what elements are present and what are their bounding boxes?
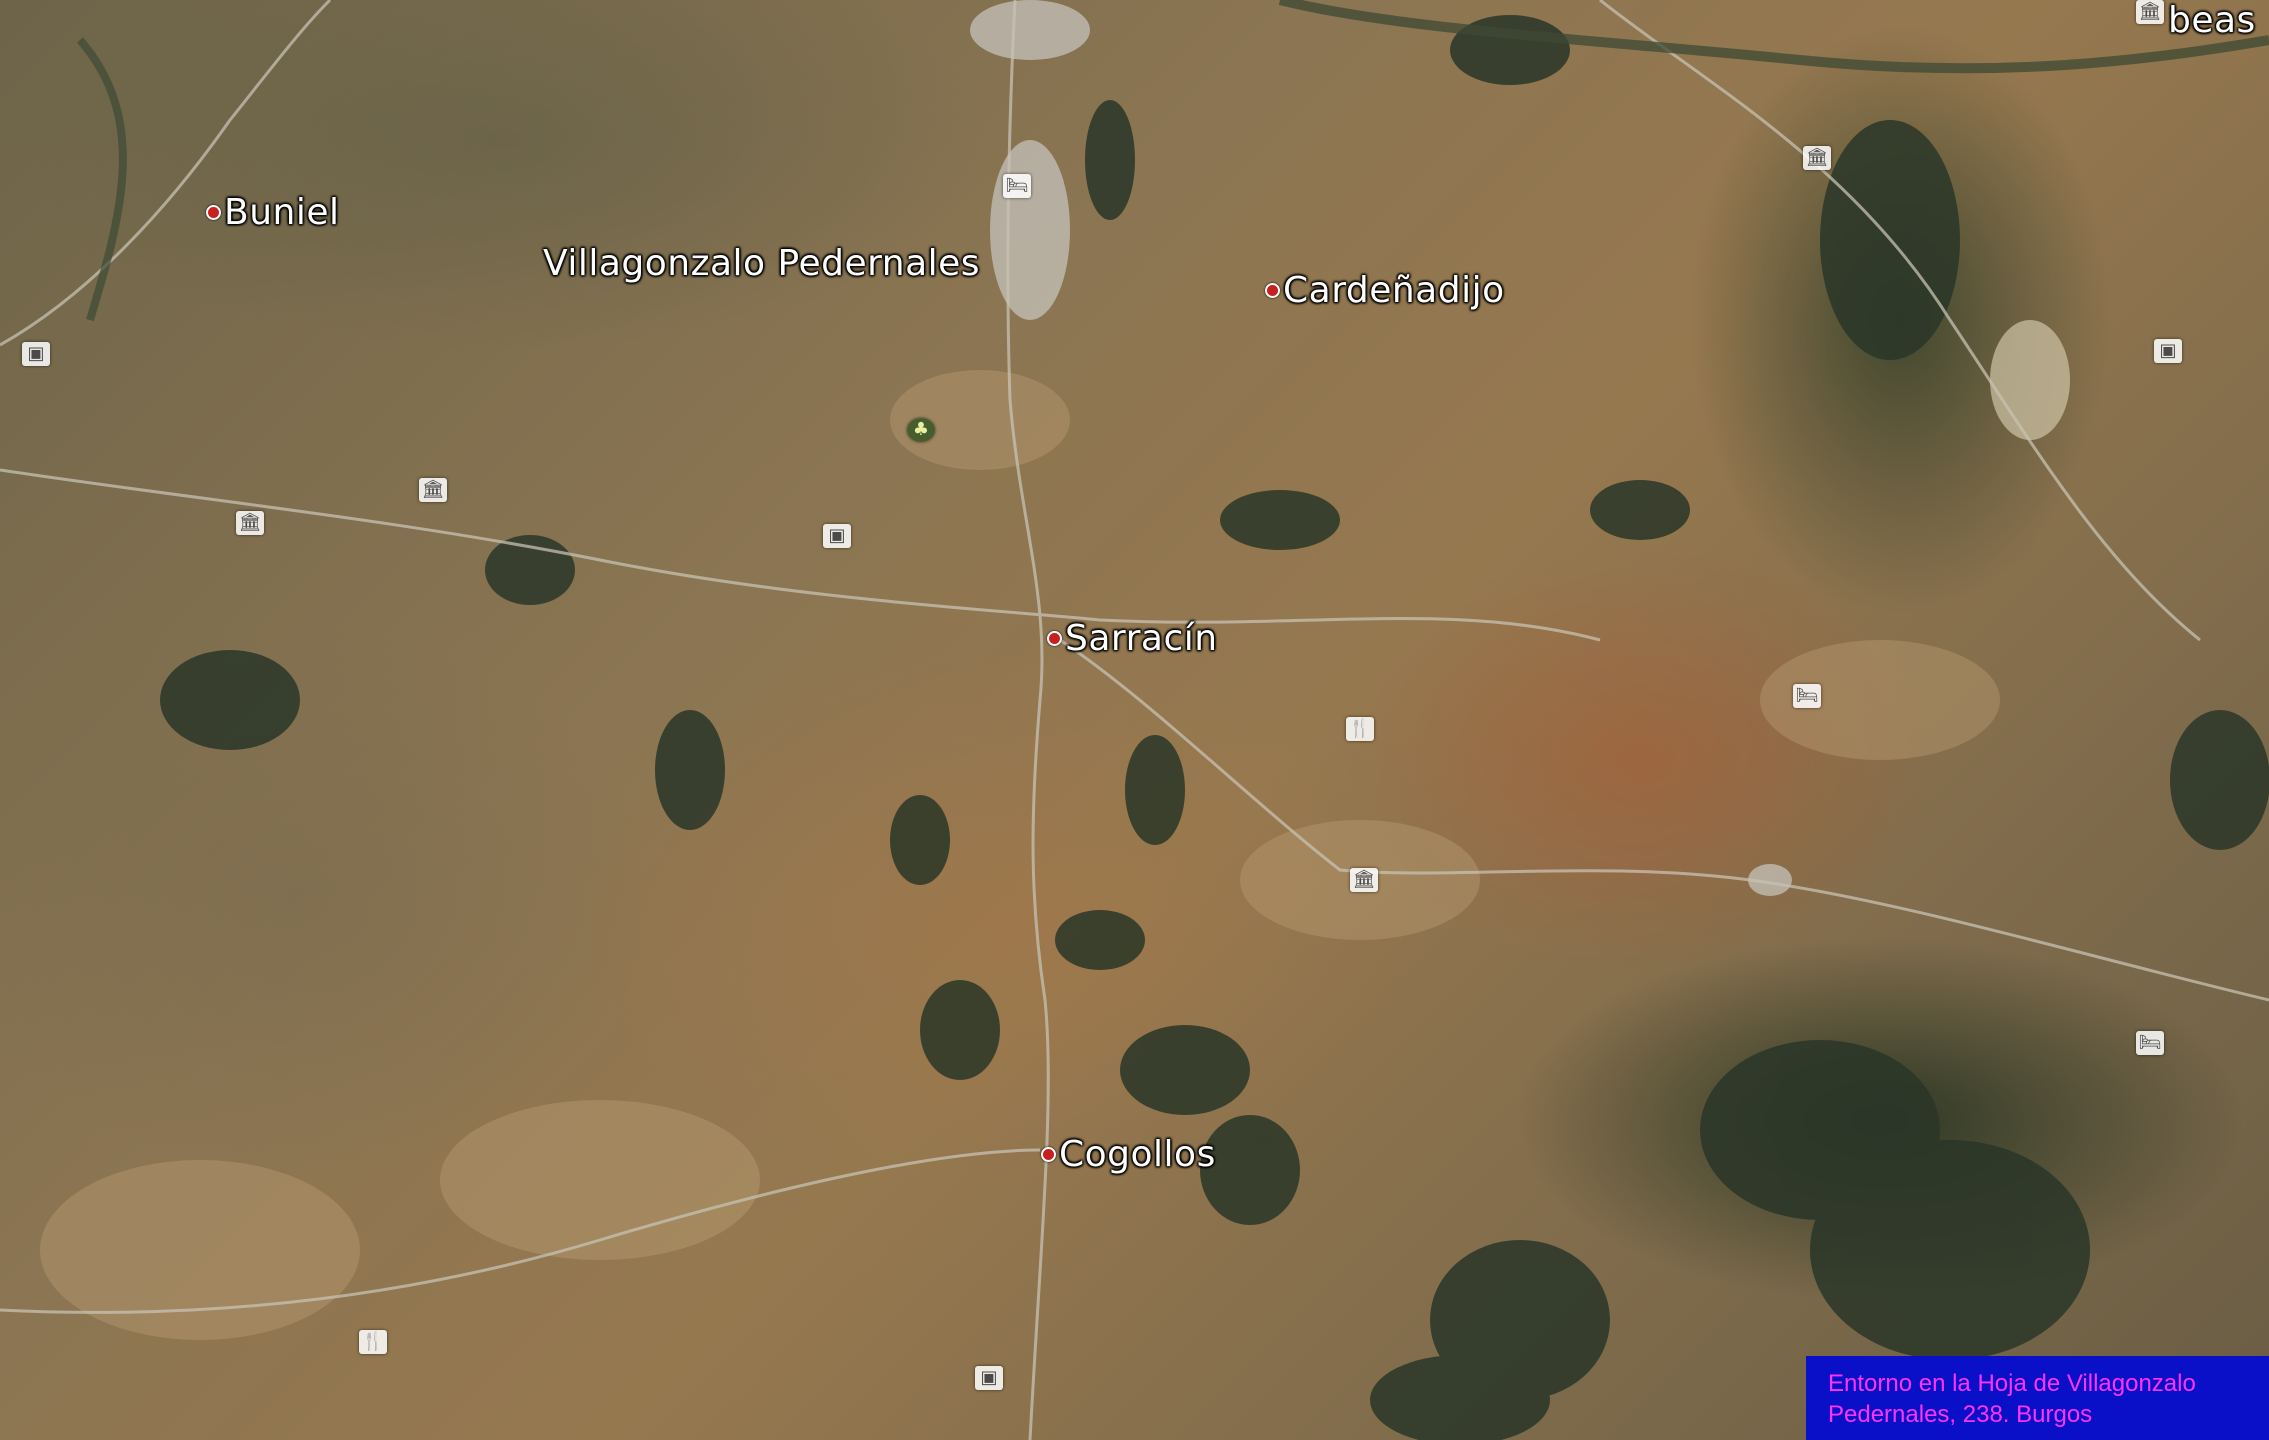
info-icon[interactable]: ▣ xyxy=(2154,339,2182,363)
place-label-cogollos[interactable]: Cogollos xyxy=(1041,1134,1216,1175)
map-caption: Entorno en la Hoja de Villagonzalo Peder… xyxy=(1806,1356,2269,1440)
forest-patch xyxy=(655,710,725,830)
place-pin-icon xyxy=(206,205,221,220)
caption-line-2: Pedernales, 238. Burgos xyxy=(1828,1401,2093,1428)
road xyxy=(0,1148,1041,1314)
river xyxy=(1278,0,2269,74)
forest-patch xyxy=(160,650,300,750)
forest-patch xyxy=(1200,1115,1300,1225)
urban-area xyxy=(970,0,1090,60)
urban-area xyxy=(990,140,1070,320)
field-patch xyxy=(440,1100,760,1260)
road xyxy=(1599,0,2201,642)
place-name: Villagonzalo Pedernales xyxy=(543,243,981,284)
hotel-icon[interactable]: 🛏 xyxy=(2136,1031,2164,1055)
forest-patch xyxy=(1220,490,1340,550)
road xyxy=(0,468,1601,642)
place-pin-icon xyxy=(1041,1147,1056,1162)
place-name: beas xyxy=(2168,0,2256,41)
place-name: Buniel xyxy=(224,192,340,233)
museum-icon[interactable]: 🏛 xyxy=(419,478,447,502)
place-label-beas[interactable]: beas xyxy=(2168,0,2256,41)
hotel-icon[interactable]: 🛏 xyxy=(1003,174,1031,198)
forest-patch xyxy=(1590,480,1690,540)
place-label-cardenadijo[interactable]: Cardeñadijo xyxy=(1265,270,1505,311)
field-patch xyxy=(890,370,1070,470)
forest-patch xyxy=(1810,1140,2090,1360)
forest-patch xyxy=(1055,910,1145,970)
road xyxy=(1006,0,1050,1440)
info-icon[interactable]: ▣ xyxy=(975,1366,1003,1390)
forest-patch xyxy=(1370,1355,1550,1440)
quarry xyxy=(1748,864,1792,896)
forest-patch xyxy=(920,980,1000,1080)
forest-patch xyxy=(1125,735,1185,845)
restaurant-icon[interactable]: 🍴 xyxy=(1346,717,1374,741)
forest-patch xyxy=(1120,1025,1250,1115)
place-label-sarracin[interactable]: Sarracín xyxy=(1047,618,1218,659)
road xyxy=(0,0,332,347)
museum-icon[interactable]: 🏛 xyxy=(236,511,264,535)
quarry xyxy=(1990,320,2070,440)
place-label-buniel[interactable]: Buniel xyxy=(206,192,339,233)
river xyxy=(76,37,127,322)
place-label-villagonzalo-pedernales[interactable]: Villagonzalo Pedernales xyxy=(543,243,980,284)
caption-line-1: Entorno en la Hoja de Villagonzalo xyxy=(1828,1370,2196,1397)
info-icon[interactable]: ▣ xyxy=(22,342,50,366)
restaurant-icon[interactable]: 🍴 xyxy=(359,1330,387,1354)
forest-patch xyxy=(2170,710,2269,850)
road xyxy=(1059,638,2269,1002)
info-icon[interactable]: ▣ xyxy=(823,524,851,548)
place-name: Cogollos xyxy=(1059,1134,1216,1175)
field-patch xyxy=(1760,640,2000,760)
place-pin-icon xyxy=(1047,631,1062,646)
forest-patch xyxy=(890,795,950,885)
field-patch xyxy=(40,1160,360,1340)
place-name: Sarracín xyxy=(1065,618,1218,659)
forest-patch xyxy=(485,535,575,605)
forest-patch xyxy=(1085,100,1135,220)
hotel-icon[interactable]: 🛏 xyxy=(1793,684,1821,708)
place-name: Cardeñadijo xyxy=(1283,270,1505,311)
museum-icon[interactable]: 🏛 xyxy=(2136,0,2164,24)
park-icon[interactable]: ♣ xyxy=(907,418,935,442)
museum-icon[interactable]: 🏛 xyxy=(1350,868,1378,892)
museum-icon[interactable]: 🏛 xyxy=(1803,146,1831,170)
place-pin-icon xyxy=(1265,283,1280,298)
